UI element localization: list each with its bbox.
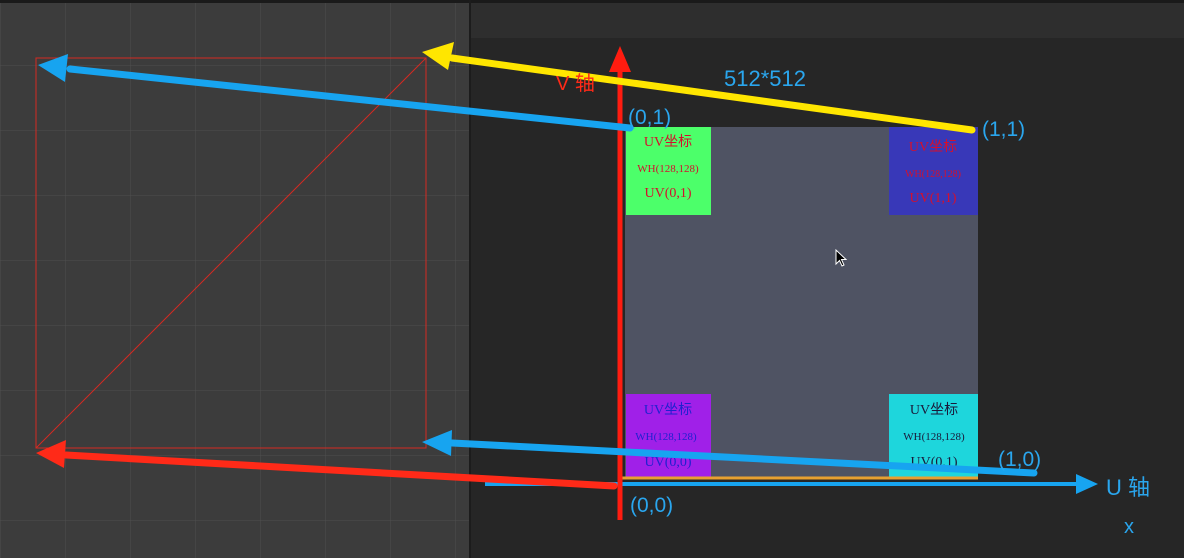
- v-axis-arrow: [609, 46, 631, 520]
- mapping-arrow-blue-bottom: [422, 430, 1038, 477]
- tile-bg: [889, 127, 978, 215]
- tile-title: UV坐标: [644, 402, 692, 418]
- corner-label-bottom-right: (1,0): [998, 448, 1041, 471]
- v-axis-label: V 轴: [556, 72, 595, 95]
- tile-top-right: UV坐标 WH(128,128) UV(1,1): [889, 127, 978, 215]
- corner-label-top-left: (0,1): [628, 106, 671, 129]
- mapping-arrow-blue-top: [38, 54, 634, 132]
- corner-label-bottom-left: (0,0): [630, 494, 673, 517]
- tile-bottom-left: UV坐标 WH(128,128) UV(0,0): [626, 394, 711, 479]
- tile-title: UV坐标: [909, 139, 957, 155]
- u-axis-label: U 轴: [1106, 475, 1150, 500]
- corner-label-top-right: (1,1): [982, 118, 1025, 141]
- tile-top-left: UV坐标 WH(128,128) UV(0,1): [626, 127, 711, 215]
- quad-outline: [35, 57, 427, 449]
- texture-size-label: 512*512: [724, 66, 806, 91]
- tile-coord: UV(0,0): [644, 455, 691, 470]
- tile-title: UV坐标: [644, 134, 692, 150]
- tile-size: WH(128,128): [635, 431, 697, 443]
- tile-size: WH(128,128): [903, 431, 965, 443]
- top-edge-shadow: [0, 0, 1184, 3]
- top-strip: [471, 3, 1184, 38]
- tile-size: WH(128,128): [905, 169, 961, 180]
- tile-title: UV坐标: [910, 402, 958, 418]
- tile-bg: [626, 127, 711, 215]
- tile-coord: UV(0,1): [644, 186, 691, 201]
- mapping-arrow-red-bottom: [36, 440, 618, 490]
- tile-size: WH(128,128): [637, 163, 699, 175]
- x-label: x: [1124, 516, 1134, 538]
- tile-coord: UV(1,1): [909, 191, 956, 206]
- mouse-cursor-icon: [835, 248, 848, 267]
- mapping-arrow-yellow: [422, 42, 976, 134]
- tile-bg: [626, 394, 711, 479]
